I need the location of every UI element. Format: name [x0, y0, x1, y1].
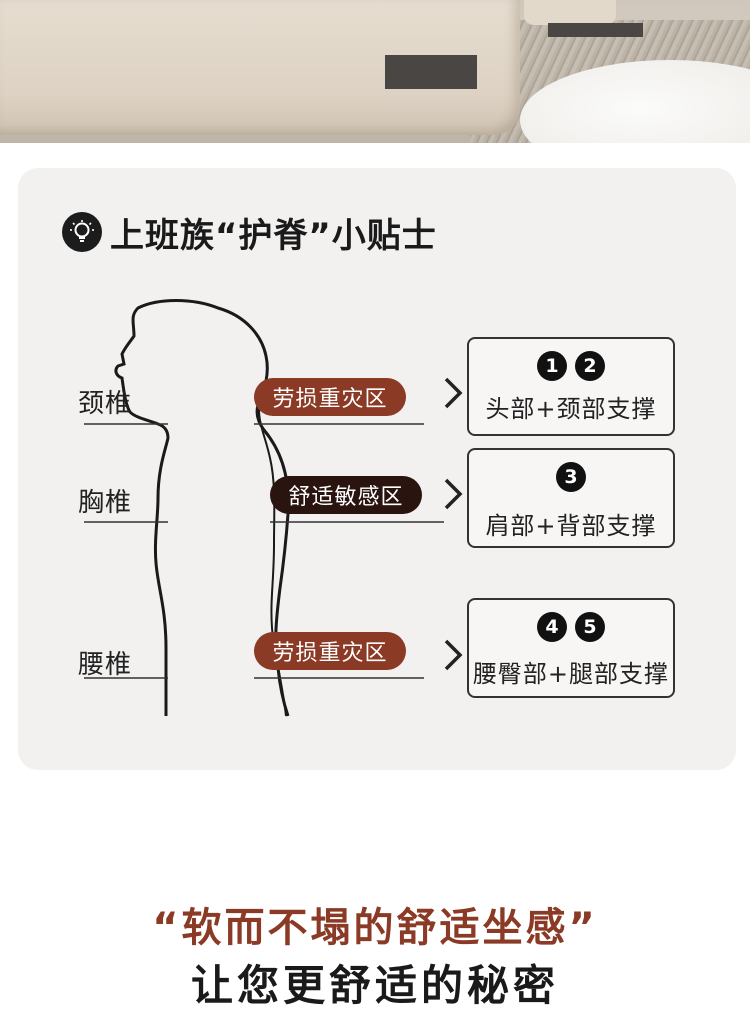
tagline-quote: “软而不塌的舒适坐感” — [152, 905, 598, 951]
badge-group: 1 2 — [469, 351, 673, 381]
chevron-right-icon — [444, 639, 463, 671]
support-box: 3 肩部+背部支撑 — [467, 448, 675, 548]
tagline-subtitle: 让您更舒适的秘密 — [190, 961, 559, 1010]
zone-pill: 劳损重灾区 — [254, 378, 406, 416]
card-header: 上班族“护脊”小贴士 — [62, 209, 437, 256]
sofa-photo — [0, 0, 750, 143]
badge-group: 3 — [469, 462, 673, 492]
number-badge: 3 — [556, 462, 586, 492]
body-silhouette — [114, 299, 290, 717]
support-box: 1 2 头部+颈部支撑 — [467, 337, 675, 436]
spine-tips-card: 上班族“护脊”小贴士 颈椎 劳损重灾区 1 2 头部+颈部支撑 胸椎 舒适敏感区… — [18, 168, 736, 770]
number-badge: 5 — [575, 612, 605, 642]
sofa-arm — [524, 0, 616, 25]
number-badge: 2 — [575, 351, 605, 381]
chevron-right-icon — [444, 377, 463, 409]
zone-pill: 舒适敏感区 — [270, 476, 422, 514]
chevron-right-icon — [444, 478, 463, 510]
badge-group: 4 5 — [469, 612, 673, 642]
number-badge: 1 — [537, 351, 567, 381]
card-title: 上班族“护脊”小贴士 — [110, 215, 437, 256]
support-text: 头部+颈部支撑 — [485, 395, 657, 423]
number-badge: 4 — [537, 612, 567, 642]
support-box: 4 5 腰臀部+腿部支撑 — [467, 598, 675, 698]
support-text: 腰臀部+腿部支撑 — [472, 660, 670, 688]
zone-pill: 劳损重灾区 — [254, 632, 406, 670]
sofa-leg — [548, 23, 643, 37]
sofa-leg — [385, 55, 477, 89]
spine-label-lumbar: 腰椎 — [78, 650, 133, 680]
lightbulb-icon — [62, 212, 102, 252]
spine-label-cervical: 颈椎 — [78, 389, 133, 419]
support-text: 肩部+背部支撑 — [485, 512, 657, 540]
spine-label-thoracic: 胸椎 — [78, 488, 133, 518]
